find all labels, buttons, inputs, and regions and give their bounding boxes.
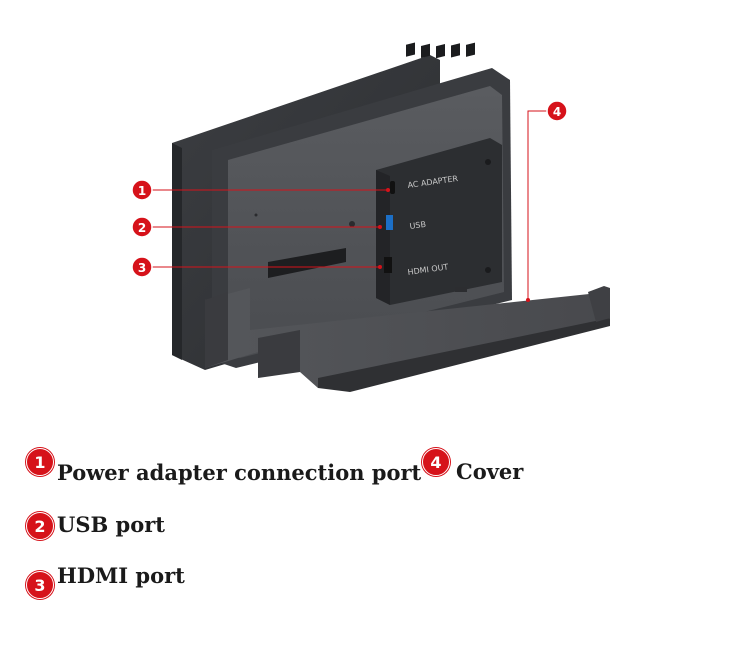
legend-badge: 4	[422, 448, 450, 476]
screw-hole	[349, 221, 355, 227]
svg-text:3: 3	[138, 261, 146, 275]
callout-lines	[152, 110, 548, 300]
callout-badge-3: 3	[131, 256, 153, 278]
screw-hole	[485, 267, 491, 273]
legend-badge: 3	[26, 571, 54, 599]
vent-grille	[406, 42, 475, 59]
legend-item-hdmi: 3 HDMI port	[26, 563, 185, 599]
legend-label: USB port	[57, 512, 165, 537]
legend-badge: 2	[26, 512, 54, 540]
screw-hole	[485, 159, 491, 165]
usb-label: USB	[409, 220, 427, 231]
callout-badge-4: 4	[546, 100, 568, 122]
usb-port	[386, 215, 393, 230]
callout-badge-1: 1	[131, 179, 153, 201]
callout-dots	[378, 188, 530, 302]
ac-adapter-port	[390, 181, 395, 194]
cover	[205, 286, 610, 392]
svg-text:1: 1	[138, 184, 146, 198]
port-module: AC ADAPTER USB HDMI OUT	[376, 42, 502, 305]
legend-label: Power adapter connection port	[57, 460, 422, 485]
svg-text:4: 4	[553, 105, 561, 119]
cover-latch	[455, 287, 467, 292]
dock-diagram: AC ADAPTER USB HDMI OUT 1 2 3	[131, 42, 610, 392]
slot-opening	[268, 248, 346, 278]
legend-item-power-adapter: 1 Power adapter connection port	[26, 448, 421, 486]
svg-text:2: 2	[138, 221, 146, 235]
hdmi-port	[384, 257, 392, 273]
callout-badge-2: 2	[131, 216, 153, 238]
legend-item-cover: 4 Cover	[422, 448, 523, 485]
legend-badge: 1	[26, 448, 54, 476]
legend-item-usb: 2 USB port	[26, 512, 165, 540]
legend-label: HDMI port	[57, 563, 185, 588]
legend-label: Cover	[456, 459, 524, 484]
screw-hole	[254, 213, 258, 217]
